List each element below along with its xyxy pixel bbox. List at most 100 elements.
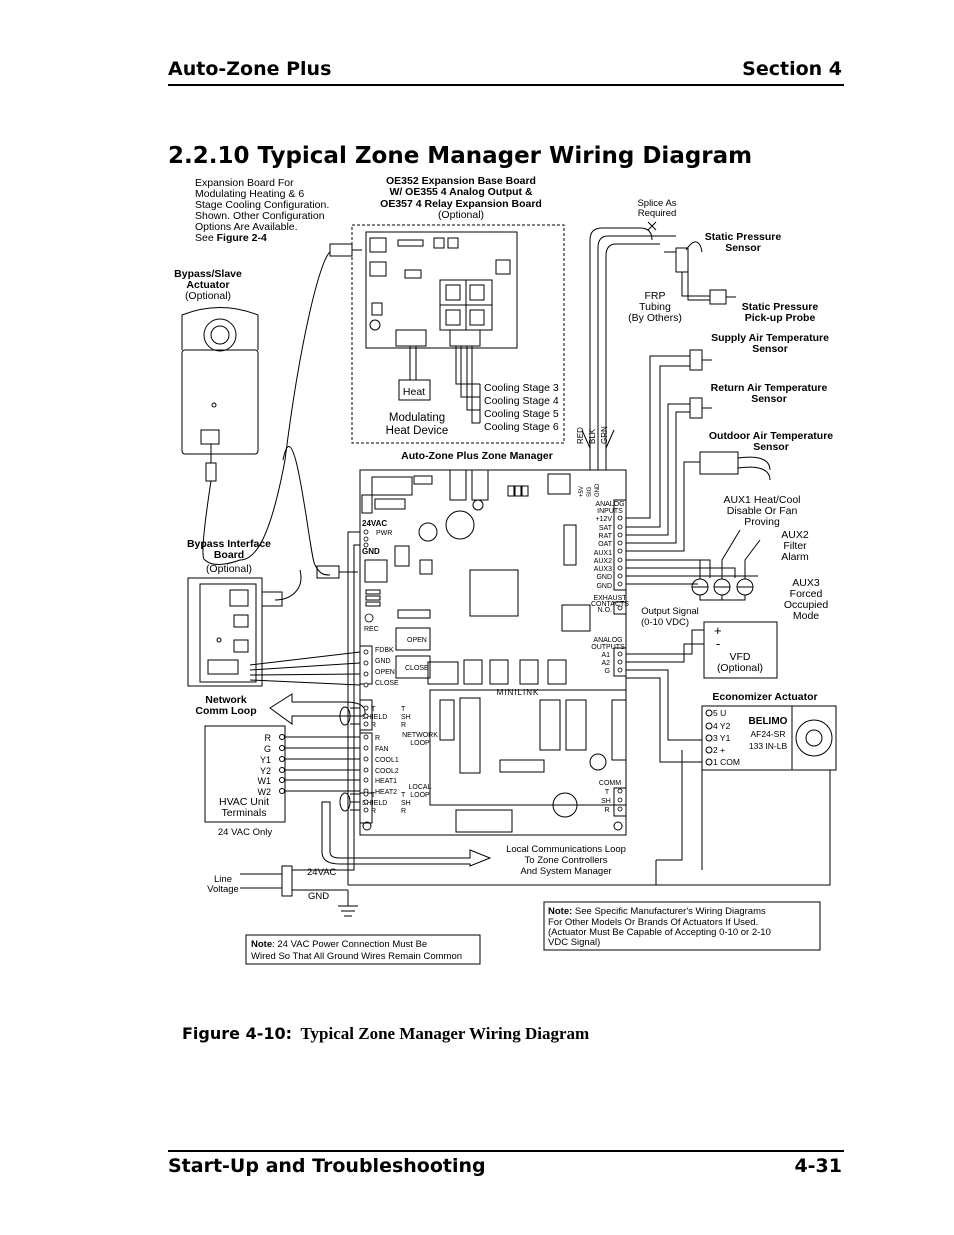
board-hvac-heat1: HEAT1 — [375, 778, 397, 785]
static-sensor-1: Static Pressure — [705, 231, 782, 243]
zone-manager-label: Auto-Zone Plus Zone Manager — [401, 450, 553, 462]
transformer-gnd: GND — [308, 891, 329, 902]
vfd-plus: + — [714, 623, 722, 638]
transformer-24vac: 24VAC — [307, 867, 337, 878]
aux1-2: Disable Or Fan — [727, 505, 798, 517]
modulating-1: Modulating — [389, 412, 445, 424]
hvac-term-y2: Y2 — [260, 766, 271, 776]
frp-1: FRP — [645, 290, 666, 302]
board-gnd: GND — [362, 547, 380, 556]
note-mfr-2: For Other Models Or Brands Of Actuators … — [548, 917, 758, 928]
board-minilink: MINILINK — [497, 688, 540, 697]
return-sensor-2: Sensor — [751, 393, 787, 405]
splice-1: Splice As — [637, 198, 676, 209]
board-no: N.O. — [598, 607, 612, 614]
hvac-unit-box — [204, 725, 286, 823]
static-probe-1: Static Pressure — [742, 301, 819, 313]
board-ai-aux1: AUX1 — [594, 550, 612, 557]
note-power-2: Wired So That All Ground Wires Remain Co… — [251, 951, 462, 962]
local-loop-note-3: And System Manager — [520, 866, 611, 877]
board-fdbk: FDBK — [375, 647, 394, 654]
ground-symbol — [338, 890, 358, 917]
network-comm-arrow — [269, 693, 366, 725]
figure-caption: Figure 4-10: Typical Zone Manager Wiring… — [182, 1024, 589, 1044]
outdoor-sensor-1: Outdoor Air Temperature — [709, 430, 833, 442]
aux3-2: Forced — [790, 588, 823, 600]
board-24vac: 24VAC — [362, 519, 387, 528]
zone-manager-board — [359, 469, 627, 836]
belimo-term-2: 2 + — [713, 745, 725, 755]
static-probe-2: Pick-up Probe — [745, 312, 816, 324]
board-ao-a2: A2 — [601, 660, 610, 667]
board-local-r: R — [371, 808, 376, 815]
board-analog-inputs-2: INPUTS — [597, 508, 623, 515]
note-power-box — [245, 934, 481, 965]
vfd-2: (Optional) — [717, 662, 763, 674]
transformer — [281, 865, 293, 897]
board-analog-outputs-1: ANALOG — [593, 637, 622, 644]
modulating-2: Heat Device — [386, 425, 449, 437]
hvac-term-r: R — [265, 733, 272, 743]
frp-2: Tubing — [639, 301, 671, 313]
hvac-unit-1: HVAC Unit — [219, 796, 269, 808]
expansion-board-frame — [351, 224, 565, 444]
exp-note-4: Shown. Other Configuration — [195, 210, 325, 222]
cooling-stage-5: Cooling Stage 5 — [484, 408, 559, 420]
board-hvac-fan: FAN — [375, 746, 389, 753]
supply-air-sensor — [689, 349, 703, 371]
board-local-sh-sh: SH — [401, 800, 411, 807]
header-rule — [168, 84, 844, 86]
board-exhaust-2: CONTACTS — [591, 601, 629, 608]
footer-right: 4-31 — [794, 1155, 842, 1177]
footer-left: Start-Up and Troubleshooting — [168, 1155, 486, 1177]
note-mfr-box — [543, 901, 821, 951]
aux3-4: Mode — [793, 610, 819, 622]
board-ai-gnd1: GND — [596, 574, 612, 581]
exp-note-2: Modulating Heating & 6 — [195, 188, 304, 200]
header-left: Auto-Zone Plus — [168, 58, 332, 80]
hvac-term-w1: W1 — [258, 776, 272, 786]
board-local-loop-2: LOOP — [410, 792, 430, 799]
bypass-actuator-opt: (Optional) — [185, 290, 231, 302]
vfd-box — [703, 621, 778, 679]
outdoor-sensor-2: Sensor — [753, 441, 789, 453]
board-ao-g: G — [605, 668, 610, 675]
outdoor-air-sensor — [699, 451, 739, 475]
note-power-1: Note: 24 VAC Power Connection Must Be — [251, 939, 427, 950]
aux3-3: Occupied — [784, 599, 829, 611]
board-net-r: R — [371, 722, 376, 729]
return-air-sensor — [689, 397, 703, 419]
static-sensor-2: Sensor — [725, 242, 761, 254]
board-pwr: PWR — [376, 530, 392, 537]
bypass-interface-2: Board — [214, 549, 244, 561]
note-mfr-3: (Actuator Must Be Capable of Accepting 0… — [548, 927, 771, 938]
belimo-model-1: AF24-SR — [751, 729, 786, 739]
board-ai-12v: +12V — [595, 516, 612, 523]
aux2-2: Filter — [783, 540, 807, 552]
board-close: CLOSE — [405, 665, 429, 672]
board-hvac-cool1: COOL1 — [375, 757, 399, 764]
board-ai-gnd2: GND — [596, 583, 612, 590]
board-comm: COMM — [599, 780, 621, 787]
aux2-1: AUX2 — [781, 529, 809, 541]
belimo-term-1: 1 COM — [713, 757, 740, 767]
local-loop-arrow — [321, 801, 492, 867]
board-rec: REC — [364, 626, 379, 633]
board-close-t: CLOSE — [375, 680, 399, 687]
figure-text: Typical Zone Manager Wiring Diagram — [300, 1024, 590, 1043]
hvac-term-g: G — [264, 744, 271, 754]
belimo-actuator — [701, 705, 837, 771]
board-stat-gnd: GND — [595, 483, 601, 497]
local-loop-note-2: To Zone Controllers — [525, 855, 608, 866]
hvac-term-w2: W2 — [258, 787, 272, 797]
belimo-term-5: 5 U — [713, 708, 726, 718]
aux1-1: AUX1 Heat/Cool — [723, 494, 800, 506]
cooling-stage-6: Cooling Stage 6 — [484, 421, 559, 433]
board-stat-5v: +5V — [579, 486, 585, 497]
board-local-sh-r: R — [401, 808, 406, 815]
board-net-t: T — [371, 706, 376, 713]
board-open: OPEN — [407, 637, 427, 644]
board-hvac-heat2: HEAT2 — [375, 789, 397, 796]
splice-2: Required — [638, 208, 677, 219]
note-mfr-1: Note: See Specific Manufacturer's Wiring… — [548, 906, 766, 917]
